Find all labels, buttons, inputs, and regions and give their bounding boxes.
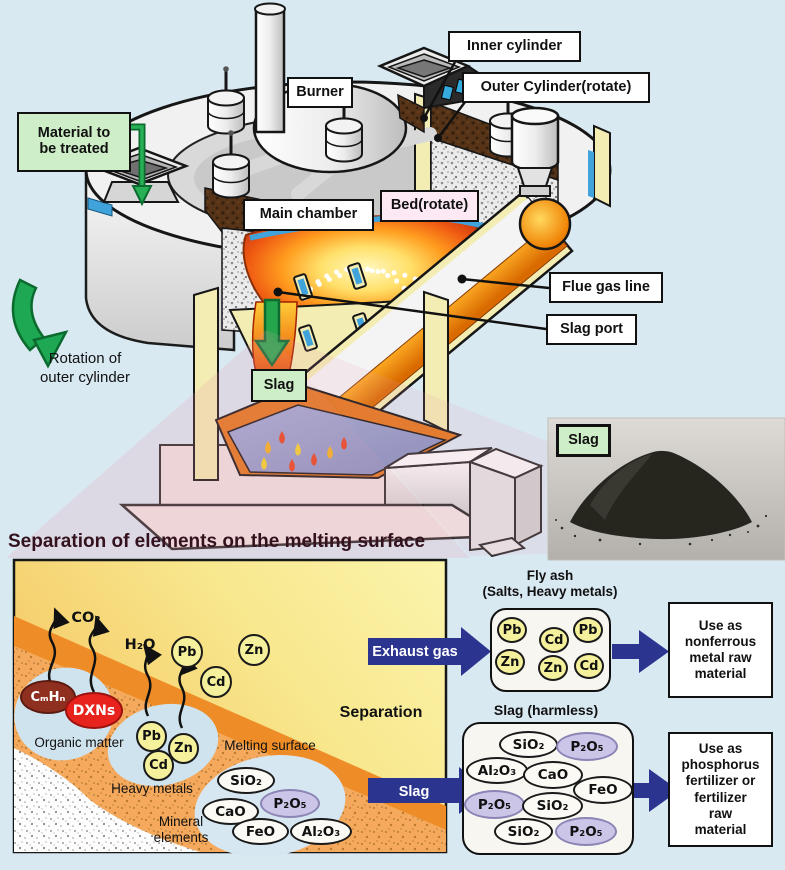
separation-caption: Separation bbox=[339, 704, 423, 721]
material-feed-arrow bbox=[131, 123, 153, 207]
rotation-arrow bbox=[11, 278, 69, 369]
mineral-feo: FeO bbox=[232, 818, 289, 845]
label-main-chamber: Main chamber bbox=[243, 199, 374, 231]
slag-arrow-label: Slag bbox=[398, 784, 430, 800]
photo-slag-label: Slag bbox=[556, 424, 611, 457]
flyash-pb-1: Pb bbox=[497, 617, 527, 643]
slag-al2o3: Al₂O₃ bbox=[466, 757, 528, 784]
element-pb-heavy: Pb bbox=[136, 721, 167, 752]
h2o-label: H₂O bbox=[124, 637, 156, 653]
pipe-elbow bbox=[518, 197, 572, 251]
burner-pipe bbox=[254, 6, 286, 134]
label-flue-gas-line: Flue gas line bbox=[549, 272, 663, 303]
use-nonferrous-box: Use as nonferrous metal raw material bbox=[668, 602, 773, 698]
element-zn: Zn bbox=[238, 634, 270, 666]
flyash-zn-2: Zn bbox=[538, 655, 568, 681]
slag-down-arrow bbox=[253, 298, 291, 368]
slag-arrow-shape bbox=[368, 767, 489, 814]
flyash-pb-2: Pb bbox=[573, 617, 603, 643]
label-burner: Burner bbox=[287, 77, 353, 108]
slag-feo: FeO bbox=[573, 776, 633, 804]
flyash-zn-1: Zn bbox=[495, 649, 525, 675]
exhaust-gas-arrow-label: Exhaust gas bbox=[372, 644, 458, 660]
slag-sio2-1: SiO₂ bbox=[499, 731, 558, 758]
label-inner-cylinder: Inner cylinder bbox=[448, 31, 581, 62]
label-material-to-be-treated: Material to be treated bbox=[17, 112, 131, 172]
slag-p2o5-3: P₂O₅ bbox=[555, 817, 617, 846]
mineral-p2o5: P₂O₅ bbox=[260, 789, 320, 818]
mineral-al2o3: Al₂O₃ bbox=[290, 818, 352, 845]
slag-to-use-arrow bbox=[634, 769, 679, 812]
element-cd: Cd bbox=[200, 666, 232, 698]
slag-p2o5-1: P₂O₅ bbox=[556, 732, 618, 761]
use-phosphorus-box: Use as phosphorus fertilizer or fertiliz… bbox=[668, 732, 773, 847]
mineral-sio2: SiO₂ bbox=[217, 767, 275, 794]
label-bed-rotate: Bed(rotate) bbox=[380, 190, 479, 222]
slag-sio2-2: SiO₂ bbox=[522, 792, 583, 820]
slag-photo bbox=[547, 417, 785, 561]
flyash-cd-2: Cd bbox=[574, 653, 604, 679]
melting-surface-caption: Melting surface bbox=[224, 738, 316, 753]
label-rotation-of-outer-cylinder: Rotation of outer cylinder bbox=[39, 350, 131, 386]
flyash-to-use-arrow bbox=[612, 630, 669, 673]
label-slag: Slag bbox=[251, 369, 307, 402]
label-slag-port: Slag port bbox=[546, 314, 637, 345]
mineral-elements-caption: Mineral elements bbox=[153, 814, 209, 845]
slag-p2o5-2: P₂O₅ bbox=[464, 790, 525, 819]
heavy-metals-caption: Heavy metals bbox=[111, 781, 193, 796]
flow-arrows bbox=[368, 627, 679, 814]
section-title: Separation of elements on the melting su… bbox=[8, 531, 426, 552]
flyash-cd-1: Cd bbox=[539, 627, 569, 653]
element-dxns: DXNs bbox=[65, 692, 123, 729]
co2-label: CO₂ bbox=[71, 610, 101, 626]
element-pb: Pb bbox=[171, 636, 203, 668]
projection-cone bbox=[6, 330, 470, 558]
leader-lines bbox=[277, 61, 550, 331]
slag-harmless-title: Slag (harmless) bbox=[493, 702, 599, 718]
label-outer-cylinder: Outer Cylinder(rotate) bbox=[462, 72, 650, 103]
exhaust-gas-arrow-shape bbox=[368, 627, 491, 676]
element-cd-heavy: Cd bbox=[143, 750, 174, 781]
element-zn-heavy: Zn bbox=[168, 733, 199, 764]
slag-sio2-3: SiO₂ bbox=[494, 818, 553, 845]
organic-matter-caption: Organic matter bbox=[34, 735, 124, 750]
slag-cao: CaO bbox=[523, 761, 583, 789]
fly-ash-title: Fly ash (Salts, Heavy metals) bbox=[482, 568, 618, 599]
